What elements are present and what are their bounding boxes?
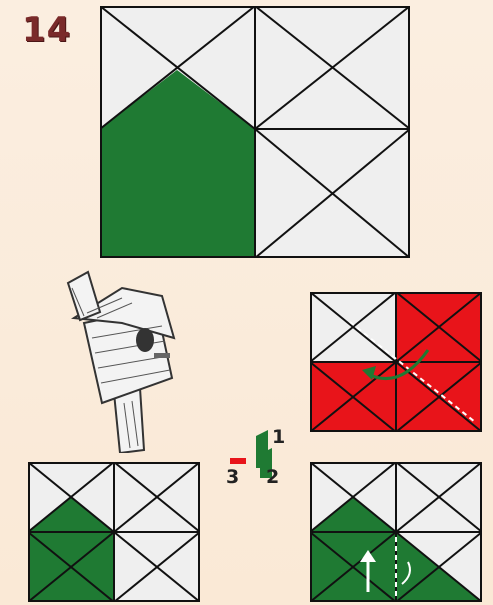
birdhouse-sketch-icon (62, 268, 192, 453)
legend-label-3: 3 (226, 468, 239, 487)
legend-label-2: 2 (266, 468, 279, 487)
main-grid-diagram (100, 6, 410, 258)
fold-diagram-green-right (310, 462, 482, 602)
step-number: 14 (22, 10, 71, 50)
fold-diagram-red (310, 292, 482, 432)
legend-label-1: 1 (272, 428, 285, 447)
fold-diagram-green-left (28, 462, 200, 602)
fold-order-legend: 1 2 3 (224, 428, 294, 490)
